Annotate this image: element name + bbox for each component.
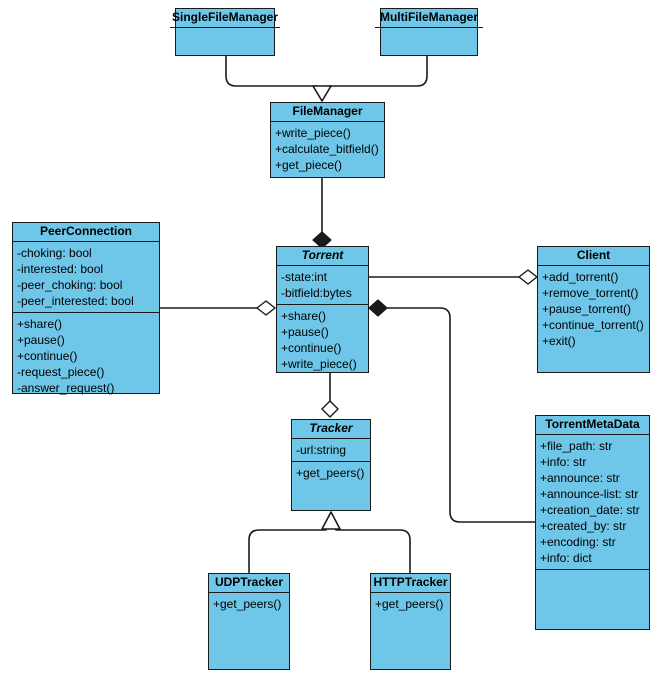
class-member: +file_path: str bbox=[540, 439, 613, 453]
class-name-torrent: Torrent bbox=[277, 247, 368, 266]
class-methods-filemanager: +write_piece() +calculate_bitfield() +ge… bbox=[271, 122, 384, 177]
class-member: +get_peers() bbox=[296, 466, 365, 480]
class-name-torrentmetadata: TorrentMetaData bbox=[536, 416, 649, 435]
class-member: +share() bbox=[17, 317, 63, 331]
class-box-udptracker[interactable]: UDPTracker +get_peers() bbox=[208, 573, 290, 670]
class-member: +get_piece() bbox=[275, 158, 343, 172]
generalization-arrow-tracker bbox=[321, 511, 341, 530]
class-member: +continue() bbox=[281, 341, 342, 355]
class-name-filemanager: FileManager bbox=[271, 103, 384, 122]
class-member: +created_by: str bbox=[540, 519, 627, 533]
class-body-singlefilemanager bbox=[176, 28, 274, 55]
class-box-multifilemanager[interactable]: MultiFileManager bbox=[375, 8, 483, 56]
aggregation-diamond-tracker-top bbox=[321, 400, 339, 418]
edge-httptracker-to-tracker bbox=[335, 524, 411, 573]
class-name-udptracker: UDPTracker bbox=[209, 574, 289, 593]
class-body-multifilemanager bbox=[381, 28, 477, 55]
class-name-httptracker: HTTPTracker bbox=[371, 574, 450, 593]
class-name-peerconnection: PeerConnection bbox=[13, 223, 159, 242]
class-attributes-tracker: -url:string bbox=[292, 439, 370, 462]
class-box-client[interactable]: Client +add_torrent() +remove_torrent() … bbox=[537, 246, 650, 373]
class-member: +share() bbox=[281, 309, 327, 323]
class-member: +info: dict bbox=[540, 551, 592, 565]
class-methods-httptracker: +get_peers() bbox=[371, 593, 450, 669]
class-member: +pause() bbox=[17, 333, 65, 347]
class-member: -peer_interested: bool bbox=[17, 294, 134, 308]
class-member: -choking: bool bbox=[17, 246, 92, 260]
class-name-singlefilemanager: SingleFileManager bbox=[170, 9, 280, 28]
generalization-arrow-filemanager bbox=[312, 85, 332, 102]
class-box-filemanager[interactable]: FileManager +write_piece() +calculate_bi… bbox=[270, 102, 385, 178]
class-member: +continue() bbox=[17, 349, 78, 363]
class-member: +creation_date: str bbox=[540, 503, 640, 517]
class-member: +get_peers() bbox=[375, 597, 444, 611]
class-name-client: Client bbox=[538, 247, 649, 266]
class-box-tracker[interactable]: Tracker -url:string +get_peers() bbox=[291, 419, 371, 511]
class-member: +announce: str bbox=[540, 471, 620, 485]
class-member: +calculate_bitfield() bbox=[275, 142, 379, 156]
class-methods-peerconnection: +share() +pause() +continue() -request_p… bbox=[13, 313, 159, 399]
class-member: -bitfield:bytes bbox=[281, 286, 352, 300]
class-member: -state:int bbox=[281, 270, 328, 284]
class-box-torrent[interactable]: Torrent -state:int -bitfield:bytes +shar… bbox=[276, 246, 369, 373]
class-member: -answer_request() bbox=[17, 381, 115, 395]
class-member: +encoding: str bbox=[540, 535, 616, 549]
class-methods-torrent: +share() +pause() +continue() +write_pie… bbox=[277, 305, 368, 375]
class-name-tracker: Tracker bbox=[292, 420, 370, 439]
class-methods-udptracker: +get_peers() bbox=[209, 593, 289, 669]
class-member: -interested: bool bbox=[17, 262, 104, 276]
aggregation-diamond-client-left bbox=[518, 269, 538, 285]
class-methods-tracker: +get_peers() bbox=[292, 462, 370, 510]
class-box-httptracker[interactable]: HTTPTracker +get_peers() bbox=[370, 573, 451, 670]
class-member: +continue_torrent() bbox=[542, 318, 644, 332]
class-member: +exit() bbox=[542, 334, 576, 348]
class-member: -request_piece() bbox=[17, 365, 105, 379]
class-member: -peer_choking: bool bbox=[17, 278, 123, 292]
composition-diamond-torrent-right bbox=[368, 299, 388, 317]
class-member: +announce-list: str bbox=[540, 487, 639, 501]
class-name-multifilemanager: MultiFileManager bbox=[375, 9, 483, 28]
class-member: +write_piece() bbox=[281, 357, 357, 371]
edge-udptracker-to-tracker bbox=[248, 524, 327, 573]
class-methods-client: +add_torrent() +remove_torrent() +pause_… bbox=[538, 266, 649, 372]
class-member: +pause() bbox=[281, 325, 329, 339]
class-member: +remove_torrent() bbox=[542, 286, 639, 300]
class-member: +write_piece() bbox=[275, 126, 351, 140]
class-member: +pause_torrent() bbox=[542, 302, 632, 316]
class-box-torrentmetadata[interactable]: TorrentMetaData +file_path: str +info: s… bbox=[535, 415, 650, 630]
class-member: +info: str bbox=[540, 455, 587, 469]
edge-torrent-to-torrentmetadata bbox=[387, 307, 535, 523]
class-methods-torrentmetadata bbox=[536, 570, 649, 629]
class-box-peerconnection[interactable]: PeerConnection -choking: bool -intereste… bbox=[12, 222, 160, 395]
class-box-singlefilemanager[interactable]: SingleFileManager bbox=[170, 8, 280, 56]
edge-singlefilemanager-to-filemanager bbox=[225, 56, 318, 92]
aggregation-diamond-torrent-left bbox=[256, 300, 276, 316]
class-member: +add_torrent() bbox=[542, 270, 619, 284]
class-member: -url:string bbox=[296, 443, 347, 457]
class-attributes-torrentmetadata: +file_path: str +info: str +announce: st… bbox=[536, 435, 649, 570]
class-attributes-peerconnection: -choking: bool -interested: bool -peer_c… bbox=[13, 242, 159, 313]
class-member: +get_peers() bbox=[213, 597, 282, 611]
class-attributes-torrent: -state:int -bitfield:bytes bbox=[277, 266, 368, 305]
edge-multifilemanager-to-filemanager bbox=[326, 56, 428, 92]
